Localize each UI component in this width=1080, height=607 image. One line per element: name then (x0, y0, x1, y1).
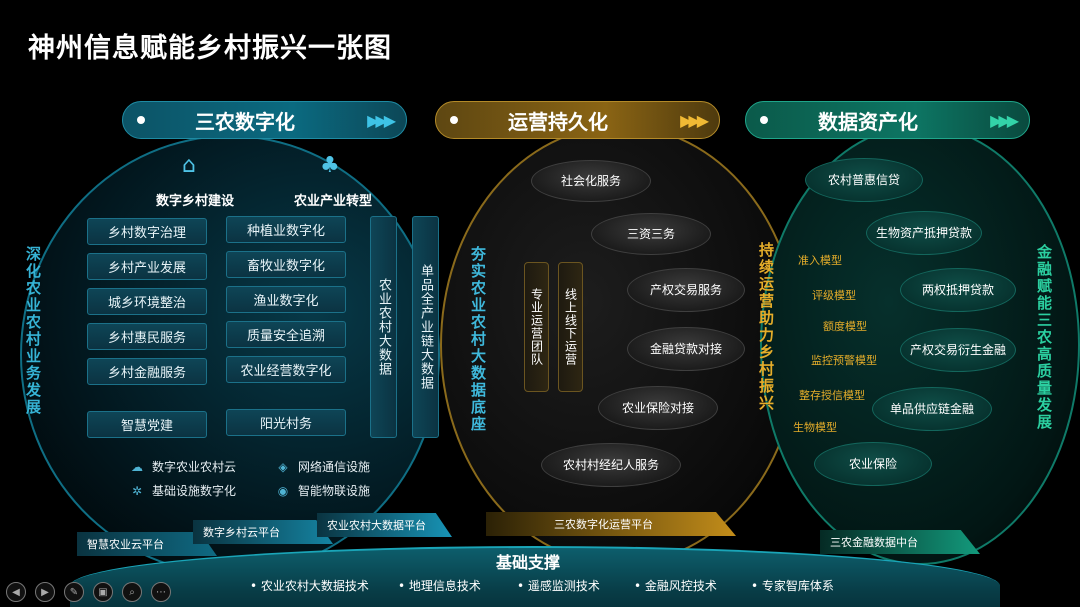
base-vertical-label: 夯实农业农村大数据底座 (469, 246, 487, 433)
slides-icon[interactable]: ▣ (93, 582, 113, 602)
risk-model-label: 评级模型 (812, 289, 856, 302)
village-item: 乡村金融服务 (87, 358, 207, 385)
mid-vertical-label: 持续运营助力乡村振兴 (757, 242, 775, 412)
header-operation: 运营持久化 ▶▶▶ (435, 101, 720, 139)
village-item: 乡村产业发展 (87, 253, 207, 280)
asset-oval: 两权抵押贷款 (900, 268, 1016, 312)
risk-model-label: 生物模型 (793, 421, 837, 434)
left-vertical-label: 深化农业农村业务发展 (24, 246, 42, 416)
iot-icon: ◉ (277, 483, 289, 498)
bullet-icon (450, 116, 458, 124)
operation-oval: 金融贷款对接 (627, 327, 745, 371)
risk-model-label: 监控预警模型 (811, 354, 877, 367)
platform-ribbon: 三农金融数据中台 (820, 530, 980, 554)
industry-item: 阳光村务 (226, 409, 346, 436)
industry-item: 种植业数字化 (226, 216, 346, 243)
header-label: 运营持久化 (508, 109, 608, 134)
header-assets: 数据资产化 ▶▶▶ (745, 101, 1030, 139)
pro-team-column: 专业运营团队 (524, 262, 549, 392)
prev-slide-icon[interactable]: ◀ (6, 582, 26, 602)
operation-oval: 三资三务 (591, 213, 711, 255)
bullet-icon (137, 116, 145, 124)
header-label: 三农数字化 (195, 109, 295, 134)
online-offline-column: 线上线下运营 (558, 262, 583, 392)
asset-oval: 生物资产抵押贷款 (866, 211, 982, 255)
platform-ribbon: 农业农村大数据平台 (317, 513, 452, 537)
foundation-title: 基础支撑 (496, 553, 561, 572)
operation-oval: 产权交易服务 (627, 268, 745, 312)
industry-heading: 农业产业转型 (294, 194, 373, 209)
village-item: 智慧党建 (87, 411, 207, 438)
platform-ribbon: 智慧农业云平台 (77, 532, 217, 556)
village-icon: ⌂ (182, 153, 196, 178)
more-icon[interactable]: ⋯ (151, 582, 171, 602)
operation-oval: 农村村经纪人服务 (541, 443, 681, 487)
chevrons-icon: ▶▶▶ (680, 110, 709, 130)
right-vertical-label: 金融赋能三农高质量发展 (1035, 244, 1053, 431)
operation-oval: 社会化服务 (531, 160, 651, 202)
risk-model-label: 额度模型 (823, 320, 867, 333)
platform-ribbon: 三农数字化运营平台 (486, 512, 736, 536)
tech-item: • 地理信息技术 (398, 579, 481, 593)
platform-ribbon: 数字乡村云平台 (193, 520, 333, 544)
tech-item: • 专家智库体系 (751, 579, 834, 593)
page-title: 神州信息赋能乡村振兴一张图 (28, 33, 392, 64)
cloud-icon: ☁ (131, 459, 143, 474)
asset-oval: 农村普惠信贷 (805, 158, 923, 202)
infra-item: ◈ 网络通信设施 (276, 458, 370, 475)
industry-item: 渔业数字化 (226, 286, 346, 313)
asset-oval: 农业保险 (814, 442, 932, 486)
industry-item: 质量安全追溯 (226, 321, 346, 348)
tech-item: • 遥感监测技术 (517, 579, 600, 593)
infra-item: ✲ 基础设施数字化 (131, 483, 237, 499)
header-label: 数据资产化 (818, 109, 918, 134)
infra-item: ◉ 智能物联设施 (277, 483, 371, 499)
village-item: 城乡环境整治 (87, 288, 207, 315)
chevrons-icon: ▶▶▶ (990, 110, 1019, 130)
pen-icon[interactable]: ✎ (64, 582, 84, 602)
settings-icon: ✲ (131, 483, 143, 498)
village-heading: 数字乡村建设 (156, 194, 235, 209)
tech-item: • 农业农村大数据技术 (250, 579, 369, 593)
village-item: 乡村惠民服务 (87, 323, 207, 350)
industry-item: 农业经营数字化 (226, 356, 346, 383)
chevrons-icon: ▶▶▶ (367, 110, 396, 130)
asset-oval: 单品供应链金融 (872, 387, 992, 431)
network-icon: ◈ (278, 459, 288, 474)
next-slide-icon[interactable]: ▶ (35, 582, 55, 602)
operation-oval: 农业保险对接 (598, 386, 718, 430)
village-item: 乡村数字治理 (87, 218, 207, 245)
industry-item: 畜牧业数字化 (226, 251, 346, 278)
infra-item: ☁ 数字农业农村云 (131, 459, 237, 475)
header-digitalization: 三农数字化 ▶▶▶ (122, 101, 407, 139)
agri-bigdata-column: 农业农村大数据 (370, 216, 397, 438)
tech-item: • 金融风控技术 (634, 579, 717, 593)
bullet-icon (760, 116, 768, 124)
asset-oval: 产权交易衍生金融 (900, 328, 1016, 372)
zoom-icon[interactable]: ⌕ (122, 582, 142, 602)
foundation-bar (70, 546, 1000, 607)
risk-model-label: 准入模型 (798, 254, 842, 267)
risk-model-label: 整存授信模型 (799, 389, 865, 402)
tree-icon: ♣ (320, 153, 340, 178)
single-chain-bigdata-column: 单品全产业链大数据 (412, 216, 439, 438)
